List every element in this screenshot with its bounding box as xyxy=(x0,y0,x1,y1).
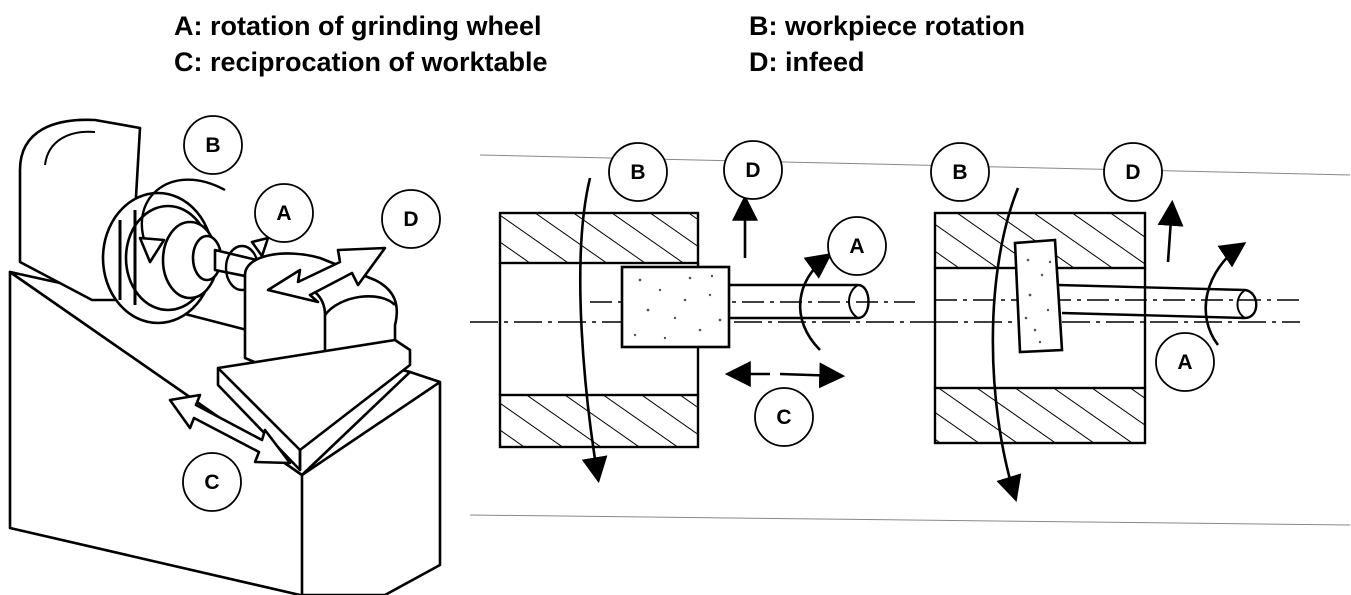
section2-label-b: B xyxy=(930,142,990,202)
section2-label-d: D xyxy=(1103,142,1163,202)
legend-c: C: reciprocation of worktable xyxy=(174,47,548,77)
svg-text:B: B xyxy=(630,161,645,184)
machine-label-d: D xyxy=(381,189,441,249)
legend-d: D: infeed xyxy=(749,47,865,77)
machine-arrow-c xyxy=(168,393,292,465)
grinding-wheel-2 xyxy=(1013,238,1064,354)
section1-label-b: B xyxy=(608,142,668,202)
legend-a: A: rotation of grinding wheel xyxy=(174,11,542,41)
machine-label-b: B xyxy=(183,115,243,175)
legend-b: B: workpiece rotation xyxy=(749,11,1026,41)
section1-label-c: C xyxy=(754,387,814,447)
grinding-wheel-1 xyxy=(620,265,731,349)
wheel-grit-1 xyxy=(633,274,722,340)
svg-text:A: A xyxy=(849,235,864,258)
grinding-machine xyxy=(8,118,442,595)
svg-text:C: C xyxy=(776,406,791,429)
svg-text:A: A xyxy=(1177,351,1192,374)
wheel-grit-2 xyxy=(1024,258,1052,344)
svg-text:B: B xyxy=(205,134,220,157)
svg-text:A: A xyxy=(276,202,291,225)
svg-text:D: D xyxy=(745,159,760,182)
section-traverse xyxy=(469,154,1351,526)
section2-label-a: A xyxy=(1155,332,1215,392)
svg-text:D: D xyxy=(403,208,418,231)
svg-text:D: D xyxy=(1125,161,1140,184)
machine-arrow-d xyxy=(266,246,387,304)
machine-label-a: A xyxy=(254,183,314,243)
section1-label-d: D xyxy=(723,140,783,200)
svg-text:C: C xyxy=(204,471,219,494)
section1-label-a: A xyxy=(827,216,887,276)
section-plunge xyxy=(930,187,1300,502)
svg-text:B: B xyxy=(952,161,967,184)
machine-label-c: C xyxy=(182,452,242,512)
